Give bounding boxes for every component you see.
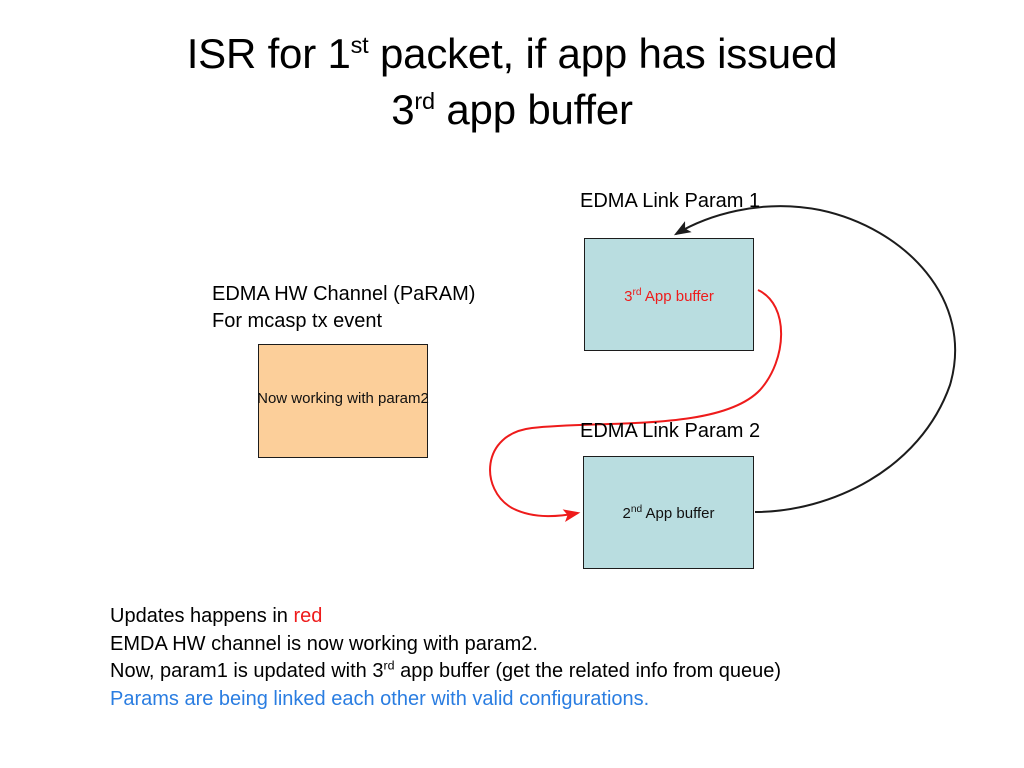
note-line-2: EMDA HW channel is now working with para… <box>110 632 538 655</box>
hw-channel-label-line-2: For mcasp tx event <box>212 310 383 332</box>
title-line-2: 3rd app buffer <box>391 86 633 133</box>
box-param2-label: 2nd App buffer <box>622 504 715 523</box>
label-edma-link-param-1: EDMA Link Param 1 <box>580 190 761 212</box>
label-edma-hw-channel: EDMA HW Channel (PaRAM) For mcasp tx eve… <box>212 281 475 335</box>
title-line-1: ISR for 1st packet, if app has issued <box>187 30 838 77</box>
box-param1-label-before: 3 <box>624 288 633 305</box>
note-line-4: Params are being linked each other with … <box>110 687 650 710</box>
slide-title: ISR for 1st packet, if app has issued 3r… <box>0 26 1024 138</box>
box-param2-label-after: App buffer <box>642 505 715 522</box>
title-line1-before: ISR for 1 <box>186 30 351 77</box>
note-line3-before: Now, param1 is updated with 3 <box>110 660 384 682</box>
note-line1-before: Updates happens in <box>110 605 294 627</box>
note-line3-after: app buffer (get the related info from qu… <box>394 660 782 682</box>
title-line2-before: 3 <box>391 86 415 133</box>
box-param1-label-superscript: rd <box>632 287 642 298</box>
title-line2-superscript: rd <box>414 88 435 114</box>
title-line2-after: app buffer <box>434 86 633 133</box>
box-param1-label: 3rd App buffer <box>624 287 714 306</box>
box-param2-label-superscript: nd <box>630 504 643 515</box>
note-line-1: Updates happens in red <box>110 603 1000 631</box>
note-line-3: Now, param1 is updated with 3rd app buff… <box>110 658 1000 686</box>
notes-block: Updates happens in red EMDA HW channel i… <box>110 603 1000 713</box>
note-line3-superscript: rd <box>383 658 395 673</box>
label-edma-link-param-2: EDMA Link Param 2 <box>580 420 761 442</box>
box-edma-hw-channel[interactable]: Now working with param2 <box>257 344 429 458</box>
box-param2-label-before: 2 <box>622 505 631 522</box>
title-line1-superscript: st <box>350 32 369 58</box>
box-hw-channel-label: Now working with param2 <box>257 390 429 407</box>
hw-channel-label-line-1: EDMA HW Channel (PaRAM) <box>212 283 476 305</box>
title-line1-after: packet, if app has issued <box>368 30 838 77</box>
box-edma-link-param-1[interactable]: 3rd App buffer <box>584 238 754 351</box>
box-edma-link-param-2[interactable]: 2nd App buffer <box>583 456 754 569</box>
box-param1-label-after: App buffer <box>641 288 714 305</box>
note-line1-red-word: red <box>293 605 323 627</box>
